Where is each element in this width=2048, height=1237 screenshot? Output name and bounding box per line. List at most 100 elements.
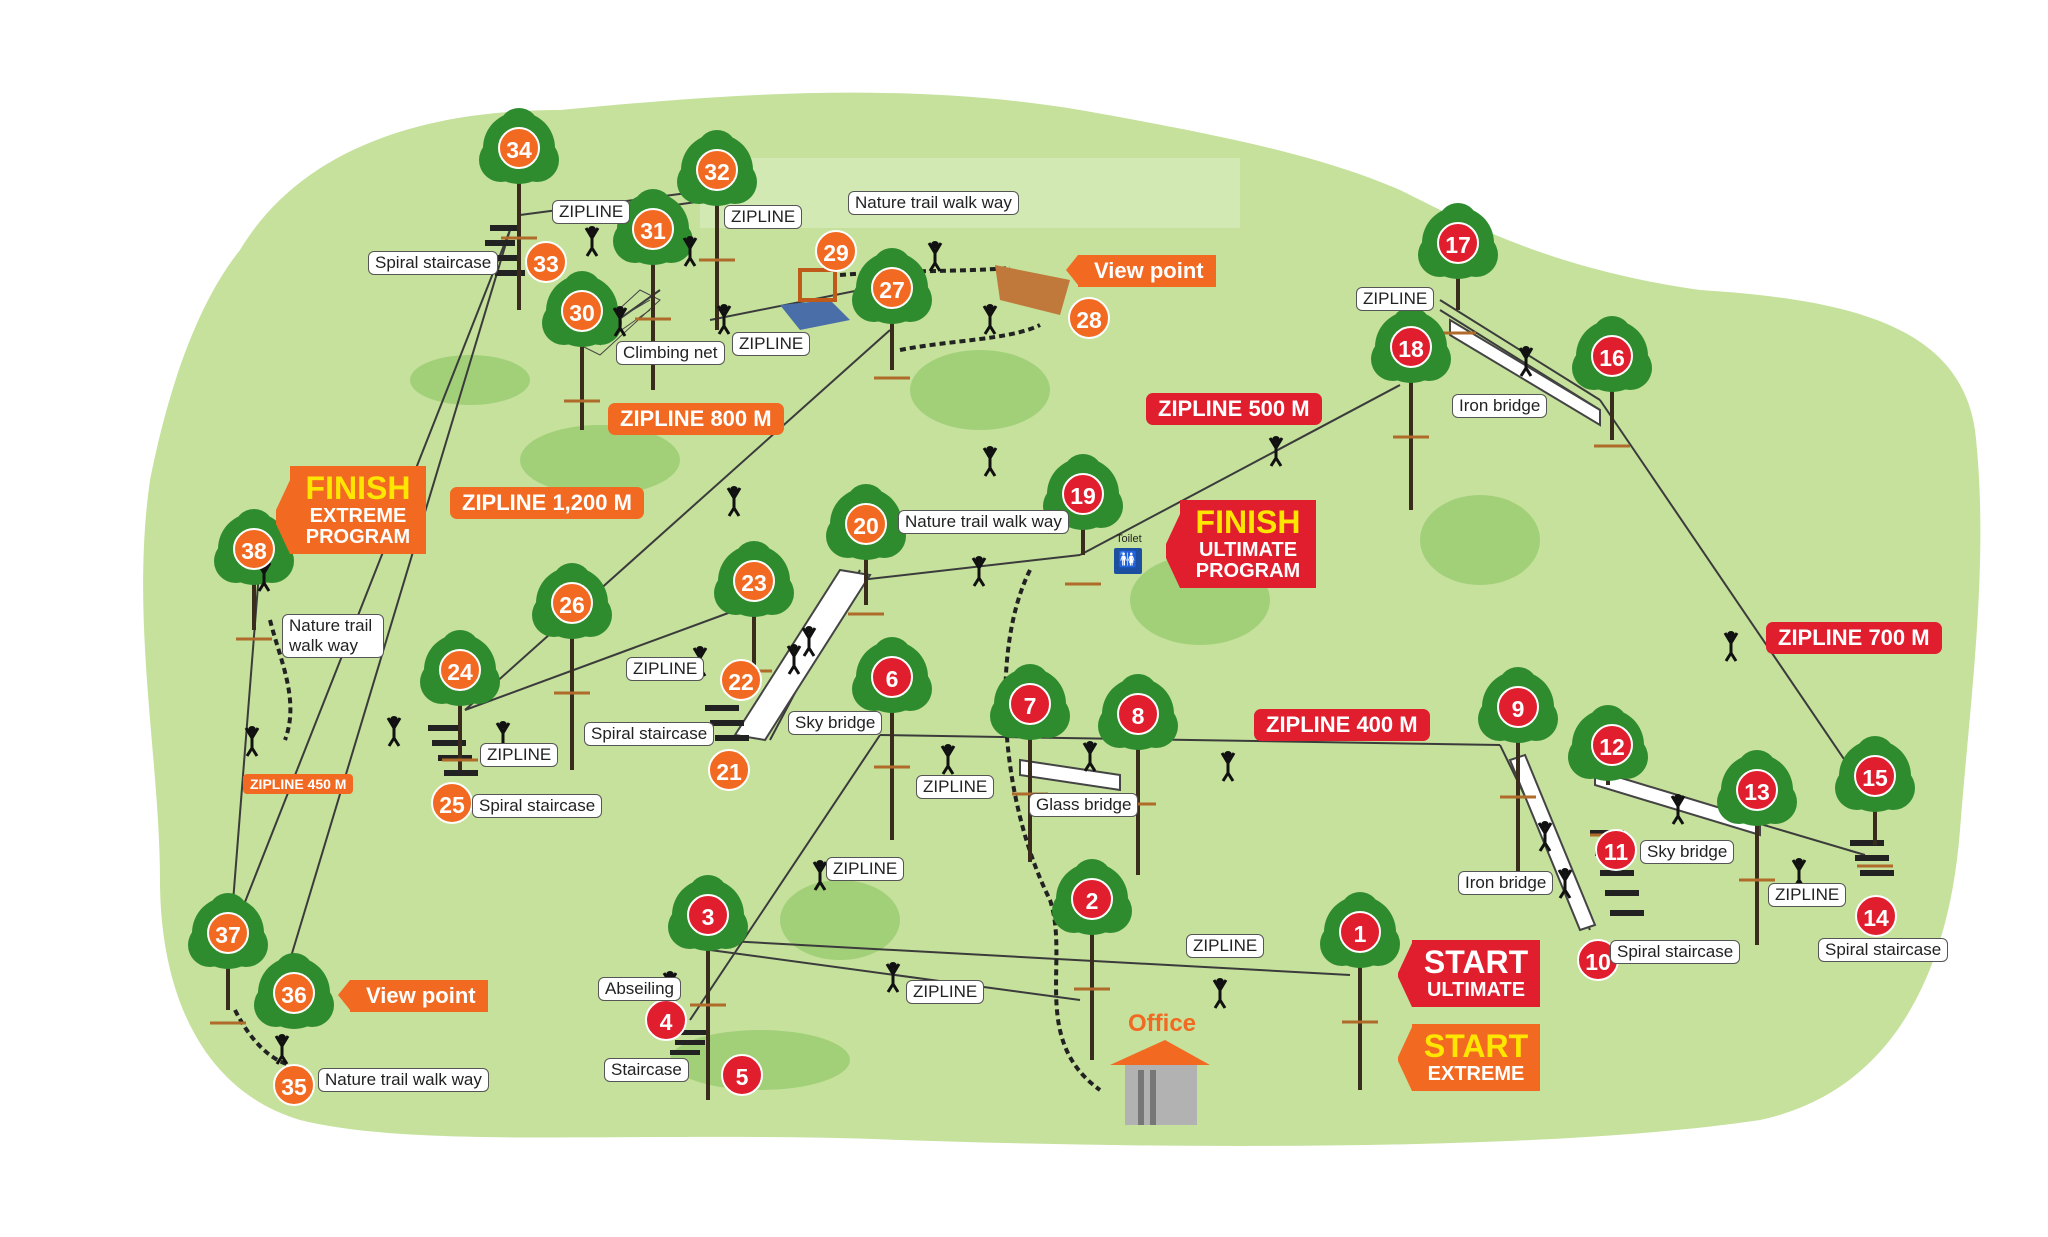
station-marker-38: 38 bbox=[233, 528, 275, 570]
office-label: Office bbox=[1128, 1010, 1197, 1037]
station-marker-33: 33 bbox=[525, 241, 567, 283]
person-9 bbox=[1268, 436, 1284, 467]
label-zipline-32: ZIPLINE bbox=[724, 205, 803, 229]
person-10 bbox=[1518, 346, 1534, 377]
person-20 bbox=[940, 744, 956, 775]
label-nature-trail-top: Nature trail walk way bbox=[848, 191, 1019, 215]
label-spiral-staircase-14: Spiral staircase bbox=[1818, 938, 1949, 962]
label-zipline-33-31: ZIPLINE bbox=[552, 200, 631, 224]
finish-extreme-l1: FINISH bbox=[305, 470, 411, 506]
label-zipline-17: ZIPLINE bbox=[1356, 287, 1435, 311]
station-marker-7: 7 bbox=[1009, 683, 1051, 725]
person-12 bbox=[971, 556, 987, 587]
start-ultimate-l1: START bbox=[1423, 944, 1529, 980]
viewpoint-platforms bbox=[780, 265, 1070, 330]
toilet-icon: 🚻 bbox=[1114, 548, 1142, 574]
person-22 bbox=[1220, 751, 1236, 782]
label-nature-trail-35: Nature trail walk way bbox=[318, 1068, 489, 1092]
finish-ultimate-l2: ULTIMATE bbox=[1198, 538, 1298, 561]
start-extreme-l2: EXTREME bbox=[1427, 1062, 1525, 1085]
label-iron-bridge-9: Iron bridge bbox=[1458, 871, 1554, 895]
station-marker-31: 31 bbox=[632, 208, 674, 250]
person-27 bbox=[812, 860, 828, 891]
person-24 bbox=[1557, 868, 1573, 899]
station-marker-11: 11 bbox=[1595, 829, 1637, 871]
label-zipline-3: ZIPLINE bbox=[826, 857, 905, 881]
view-point-sign-bottom: View point bbox=[338, 980, 488, 1012]
toilet-label: Toilet bbox=[1116, 533, 1142, 545]
person-18 bbox=[244, 726, 260, 757]
label-climbing-net: Climbing net bbox=[616, 341, 725, 365]
station-marker-6: 6 bbox=[871, 656, 913, 698]
station-marker-37: 37 bbox=[207, 912, 249, 954]
person-13 bbox=[801, 626, 817, 657]
zipline-450-tag: ZIPLINE 450 M bbox=[243, 774, 354, 794]
person-6 bbox=[982, 304, 998, 335]
person-11 bbox=[1723, 631, 1739, 662]
label-zipline-bottom: ZIPLINE bbox=[906, 980, 985, 1004]
station-marker-22: 22 bbox=[720, 659, 762, 701]
station-marker-2: 2 bbox=[1071, 878, 1113, 920]
station-marker-36: 36 bbox=[273, 972, 315, 1014]
station-marker-35: 35 bbox=[273, 1064, 315, 1106]
station-marker-13: 13 bbox=[1736, 769, 1778, 811]
label-zipline-22: ZIPLINE bbox=[626, 657, 705, 681]
person-29 bbox=[1212, 978, 1228, 1009]
label-nature-trail-20: Nature trail walk way bbox=[898, 510, 1069, 534]
finish-ultimate-l3: PROGRAM bbox=[1195, 559, 1301, 582]
start-ultimate-l2: ULTIMATE bbox=[1426, 978, 1526, 1001]
label-glass-bridge: Glass bridge bbox=[1029, 793, 1139, 817]
zipline-400-tag: ZIPLINE 400 M bbox=[1254, 709, 1430, 741]
station-marker-29: 29 bbox=[815, 230, 857, 272]
start-extreme-sign: START EXTREME bbox=[1398, 1024, 1540, 1091]
label-spiral-staircase-33: Spiral staircase bbox=[368, 251, 499, 275]
station-marker-14: 14 bbox=[1855, 895, 1897, 937]
station-marker-34: 34 bbox=[498, 127, 540, 169]
label-zipline-13: ZIPLINE bbox=[1768, 883, 1847, 907]
station-marker-1: 1 bbox=[1339, 911, 1381, 953]
station-marker-32: 32 bbox=[696, 149, 738, 191]
station-marker-3: 3 bbox=[687, 894, 729, 936]
person-8 bbox=[982, 446, 998, 477]
station-marker-24: 24 bbox=[439, 649, 481, 691]
station-marker-8: 8 bbox=[1117, 693, 1159, 735]
station-marker-15: 15 bbox=[1854, 755, 1896, 797]
station-marker-18: 18 bbox=[1390, 326, 1432, 368]
person-5 bbox=[927, 241, 943, 272]
view-point-sign-top: View point bbox=[1066, 255, 1216, 287]
label-nature-trail-38-line1: Nature trail bbox=[289, 616, 373, 635]
zipline-1200-tag: ZIPLINE 1,200 M bbox=[450, 487, 644, 519]
station-marker-30: 30 bbox=[561, 290, 603, 332]
person-17 bbox=[386, 716, 402, 747]
zipline-500-tag: ZIPLINE 500 M bbox=[1146, 393, 1322, 425]
station-marker-9: 9 bbox=[1497, 686, 1539, 728]
label-zipline-6: ZIPLINE bbox=[916, 775, 995, 799]
person-21 bbox=[1082, 741, 1098, 772]
person-28 bbox=[885, 962, 901, 993]
person-14 bbox=[786, 644, 802, 675]
station-marker-5: 5 bbox=[721, 1054, 763, 1096]
finish-extreme-l2: EXTREME bbox=[309, 504, 407, 527]
person-2 bbox=[682, 236, 698, 267]
label-spiral-staircase-25: Spiral staircase bbox=[472, 794, 603, 818]
station-marker-28: 28 bbox=[1068, 297, 1110, 339]
station-marker-23: 23 bbox=[733, 560, 775, 602]
person-4 bbox=[716, 304, 732, 335]
zipline-800-tag: ZIPLINE 800 M bbox=[608, 403, 784, 435]
label-zipline-29: ZIPLINE bbox=[732, 332, 811, 356]
zipline-700-tag: ZIPLINE 700 M bbox=[1766, 622, 1942, 654]
person-25 bbox=[1670, 794, 1686, 825]
finish-extreme-sign: FINISH EXTREME PROGRAM bbox=[276, 466, 426, 554]
station-marker-16: 16 bbox=[1591, 335, 1633, 377]
label-zipline-24: ZIPLINE bbox=[480, 743, 559, 767]
label-spiral-staircase-10: Spiral staircase bbox=[1610, 940, 1741, 964]
person-23 bbox=[1537, 821, 1553, 852]
finish-ultimate-sign: FINISH ULTIMATE PROGRAM bbox=[1166, 500, 1316, 588]
start-extreme-l1: START bbox=[1423, 1028, 1529, 1064]
station-marker-17: 17 bbox=[1437, 222, 1479, 264]
station-marker-19: 19 bbox=[1062, 473, 1104, 515]
label-iron-bridge-top: Iron bridge bbox=[1452, 394, 1548, 418]
start-ultimate-sign: START ULTIMATE bbox=[1398, 940, 1540, 1007]
station-marker-26: 26 bbox=[551, 582, 593, 624]
